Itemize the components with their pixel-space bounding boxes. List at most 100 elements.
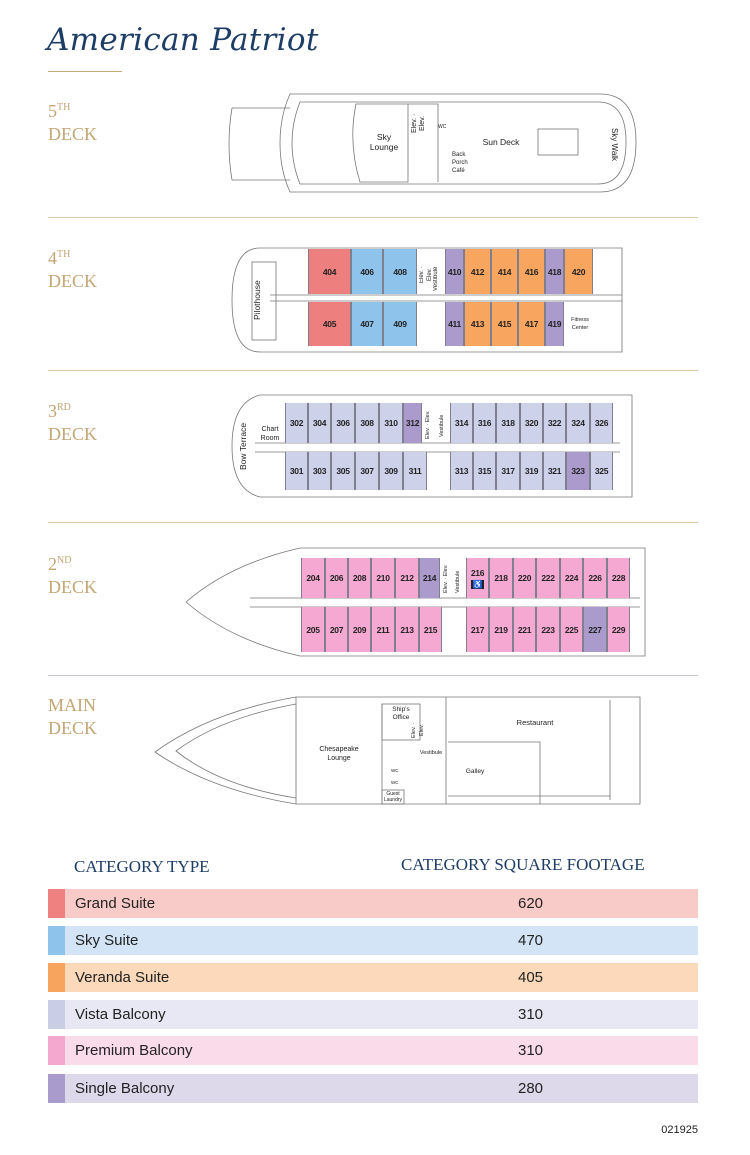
cabin-number: 204 <box>306 573 320 583</box>
cabin-404[interactable]: 404 <box>308 249 351 294</box>
cabin-number: 229 <box>611 624 626 635</box>
cabin-302[interactable]: 302 <box>285 403 308 443</box>
cabin-number: 302 <box>289 418 304 428</box>
cabin-407[interactable]: 407 <box>351 302 383 346</box>
cabin-221[interactable]: 221 <box>513 607 536 652</box>
cabin-223[interactable]: 223 <box>536 607 560 652</box>
cabin-215[interactable]: 215 <box>419 607 442 652</box>
cabin-317[interactable]: 317 <box>496 452 520 490</box>
cabin-212[interactable]: 212 <box>395 558 419 598</box>
cabin-204[interactable]: 204 <box>301 558 325 598</box>
cabin-214[interactable]: 214 <box>419 558 440 598</box>
cabin-210[interactable]: 210 <box>371 558 395 598</box>
cabin-205[interactable]: 205 <box>301 607 325 652</box>
cabin-number: 317 <box>501 466 515 476</box>
room-elevators: Elev. · Elev. <box>411 113 426 133</box>
cabin-number: 205 <box>306 624 320 635</box>
cabin-217[interactable]: 217 <box>466 607 489 652</box>
cabin-420[interactable]: 420 <box>564 249 593 294</box>
cabin-414[interactable]: 414 <box>491 249 518 294</box>
cabin-206[interactable]: 206 <box>325 558 348 598</box>
cabin-number: 321 <box>547 466 562 476</box>
cabin-number: 314 <box>454 418 469 428</box>
cabin-315[interactable]: 315 <box>473 452 496 490</box>
cabin-229[interactable]: 229 <box>607 607 630 652</box>
cabin-number: 408 <box>393 266 407 277</box>
cabin-number: 414 <box>497 266 512 277</box>
cabin-313[interactable]: 313 <box>450 452 473 490</box>
cabin-227[interactable]: 227 <box>583 607 607 652</box>
cabin-number: 213 <box>400 624 414 635</box>
cabin-412[interactable]: 412 <box>464 249 491 294</box>
cabin-211[interactable]: 211 <box>371 607 395 652</box>
cabin-208[interactable]: 208 <box>348 558 371 598</box>
cabin-222[interactable]: 222 <box>536 558 560 598</box>
cabin-306[interactable]: 306 <box>331 403 355 443</box>
cabin-number: 312 <box>405 418 420 428</box>
cabin-218[interactable]: 218 <box>489 558 513 598</box>
cabin-419[interactable]: 419 <box>545 302 564 346</box>
cabin-number: 420 <box>571 266 586 277</box>
category-name: Single Balcony <box>75 1080 175 1097</box>
cabin-301[interactable]: 301 <box>285 452 308 490</box>
cabin-413[interactable]: 413 <box>464 302 491 346</box>
cabin-309[interactable]: 309 <box>379 452 403 490</box>
cabin-219[interactable]: 219 <box>489 607 513 652</box>
cabin-213[interactable]: 213 <box>395 607 419 652</box>
cabin-305[interactable]: 305 <box>331 452 355 490</box>
cabin-304[interactable]: 304 <box>308 403 331 443</box>
room-chart-room: Chart Room <box>260 426 280 442</box>
cabin-310[interactable]: 310 <box>379 403 403 443</box>
cabin-405[interactable]: 405 <box>308 302 351 346</box>
cabin-406[interactable]: 406 <box>351 249 383 294</box>
cabin-319[interactable]: 319 <box>520 452 543 490</box>
cabin-318[interactable]: 318 <box>496 403 520 443</box>
category-swatch <box>48 1036 65 1065</box>
cabin-226[interactable]: 226 <box>583 558 607 598</box>
cabin-number: 413 <box>470 319 485 329</box>
cabin-308[interactable]: 308 <box>355 403 379 443</box>
cabin-303[interactable]: 303 <box>308 452 331 490</box>
cabin-220[interactable]: 220 <box>513 558 536 598</box>
room-elevators: Elev. · Elev. <box>411 722 425 738</box>
category-sqft: 470 <box>518 932 544 949</box>
cabin-322[interactable]: 322 <box>543 403 566 443</box>
room-ships-office: Ship's Office <box>392 706 410 721</box>
cabin-228[interactable]: 228 <box>607 558 630 598</box>
cabin-409[interactable]: 409 <box>383 302 417 346</box>
cabin-326[interactable]: 326 <box>590 403 613 443</box>
cabin-number: 406 <box>360 266 374 277</box>
category-swatch <box>48 926 65 955</box>
cabin-209[interactable]: 209 <box>348 607 371 652</box>
cabin-408[interactable]: 408 <box>383 249 417 294</box>
cabin-314[interactable]: 314 <box>450 403 473 443</box>
legend-header-type: CATEGORY TYPE <box>74 857 210 876</box>
cabin-321[interactable]: 321 <box>543 452 566 490</box>
cabin-324[interactable]: 324 <box>566 403 590 443</box>
cabin-323[interactable]: 323 <box>566 452 590 490</box>
cabin-311[interactable]: 311 <box>403 452 427 490</box>
cabin-216[interactable]: 216♿ <box>466 558 489 598</box>
cabin-415[interactable]: 415 <box>491 302 518 346</box>
cabin-416[interactable]: 416 <box>518 249 545 294</box>
cabin-224[interactable]: 224 <box>560 558 583 598</box>
cabin-number: 207 <box>329 624 344 635</box>
cabin-number: 222 <box>541 573 555 583</box>
cabin-325[interactable]: 325 <box>590 452 613 490</box>
cabin-417[interactable]: 417 <box>518 302 545 346</box>
cabin-number: 206 <box>329 573 344 583</box>
cabin-316[interactable]: 316 <box>473 403 496 443</box>
room-guest-laundry: Guest Laundry <box>383 791 403 803</box>
category-sqft: 620 <box>518 895 544 912</box>
cabin-312[interactable]: 312 <box>403 403 422 443</box>
category-name: Premium Balcony <box>75 1042 193 1059</box>
cabin-225[interactable]: 225 <box>560 607 583 652</box>
cabin-410[interactable]: 410 <box>445 249 464 294</box>
cabin-307[interactable]: 307 <box>355 452 379 490</box>
cabin-411[interactable]: 411 <box>445 302 464 346</box>
cabin-320[interactable]: 320 <box>520 403 543 443</box>
cabin-207[interactable]: 207 <box>325 607 348 652</box>
cabin-418[interactable]: 418 <box>545 249 564 294</box>
